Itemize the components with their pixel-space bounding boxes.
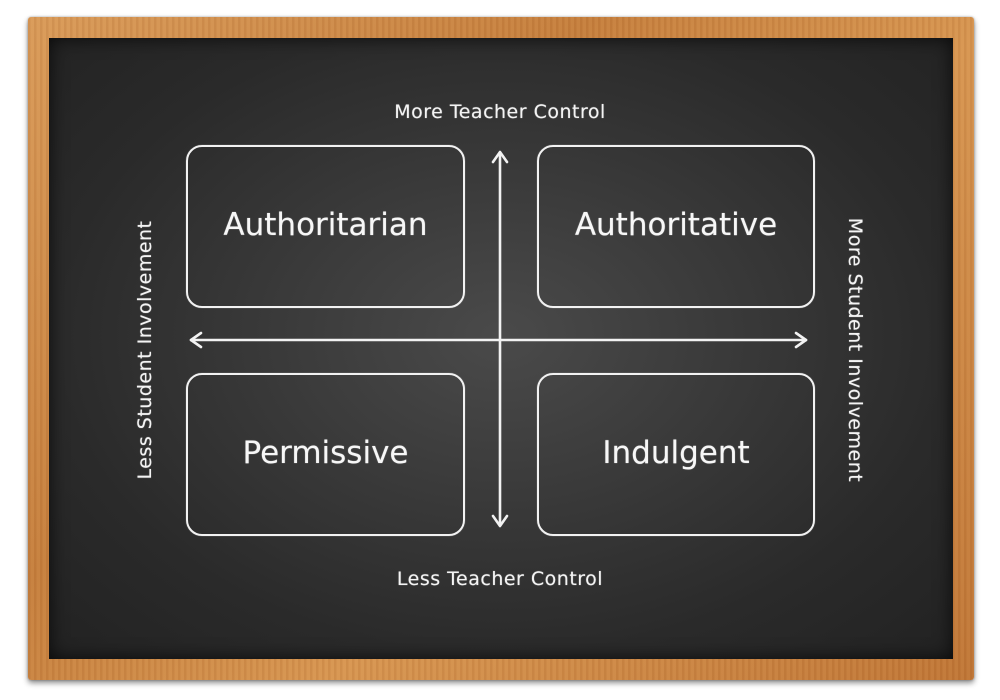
horizontal-axis-left-arrowhead (189, 331, 203, 349)
vertical-axis-down-arrowhead (491, 514, 509, 528)
right-axis-label: More Student Involvement (844, 217, 866, 483)
left-axis-label: Less Student Involvement (134, 220, 156, 480)
quadrant-authoritarian: Authoritarian (186, 145, 465, 308)
bottom-axis-label: Less Teacher Control (396, 568, 604, 590)
quadrant-label: Authoritarian (223, 206, 428, 243)
quadrant-authoritative: Authoritative (537, 145, 815, 308)
horizontal-axis-right-arrowhead (794, 331, 808, 349)
quadrant-indulgent: Indulgent (537, 373, 815, 536)
top-axis-label: More Teacher Control (394, 101, 606, 123)
vertical-axis-up-arrowhead (491, 150, 509, 164)
quadrant-label: Permissive (242, 434, 409, 471)
quadrant-label: Indulgent (602, 434, 750, 471)
quadrant-permissive: Permissive (186, 373, 465, 536)
quadrant-label: Authoritative (574, 206, 778, 243)
